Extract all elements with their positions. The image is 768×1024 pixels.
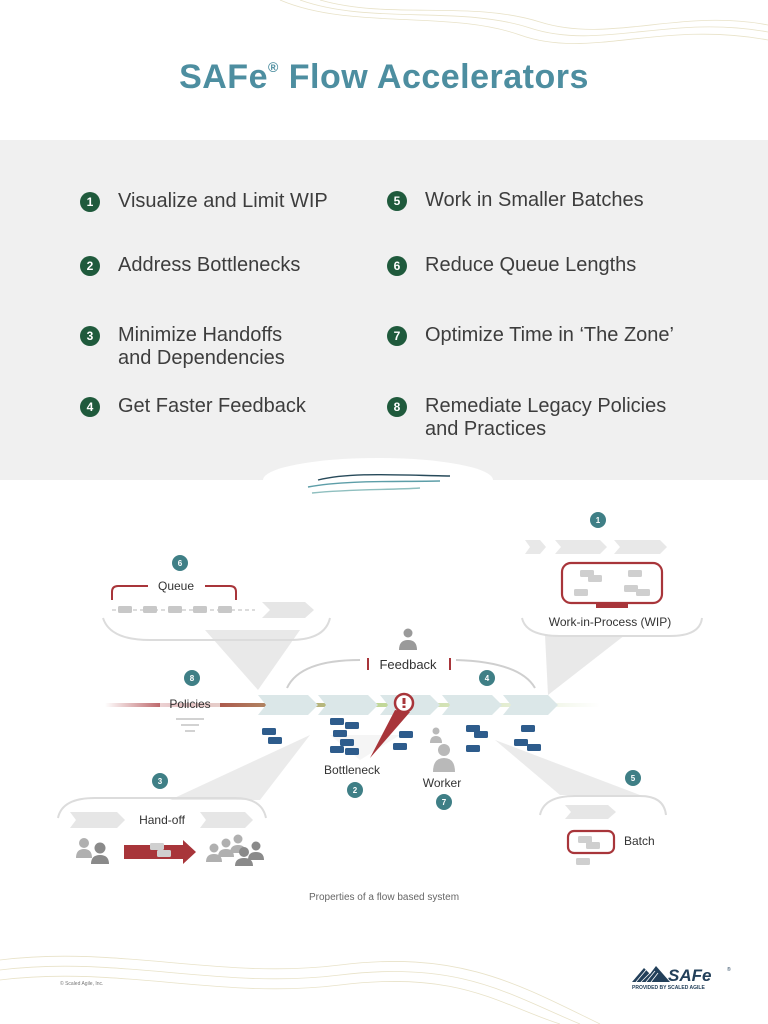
queue-arc	[102, 617, 331, 641]
top-wave-decoration	[279, 0, 768, 44]
number-badge: 7	[387, 326, 407, 346]
svg-text:6: 6	[178, 559, 183, 568]
number-badge: 1	[80, 192, 100, 212]
svg-text:1: 1	[596, 516, 601, 525]
svg-text:8: 8	[190, 674, 195, 683]
bottleneck-pin-icon	[370, 692, 415, 758]
number-badge: 2	[80, 256, 100, 276]
bottleneck-badge	[347, 782, 363, 798]
feedback-label: Feedback	[379, 657, 437, 672]
feedback-badge	[479, 670, 495, 686]
svg-text:7: 7	[442, 798, 447, 807]
team-right-icon	[206, 834, 264, 866]
bulge-shape	[263, 458, 493, 502]
accelerator-5: 5 Work in Smaller Batches	[387, 189, 745, 212]
wip-fan	[545, 635, 625, 695]
diagram-caption: Properties of a flow based system	[308, 892, 460, 903]
policies-badge	[184, 670, 200, 686]
policies-label: Policies	[169, 697, 210, 711]
queue-bracket	[111, 585, 237, 600]
feedback-arc	[286, 659, 536, 689]
queue-chevron	[262, 602, 314, 618]
queue-badge	[172, 555, 188, 571]
handoff-arc	[57, 797, 267, 819]
accelerator-2: 2 Address Bottlenecks	[80, 254, 368, 277]
number-badge: 6	[387, 256, 407, 276]
safe-logo: SAFe ® PROVIDED BY SCALED AGILE	[632, 966, 731, 991]
mountain-icon	[632, 966, 670, 982]
logo-tagline: PROVIDED BY SCALED AGILE	[632, 985, 705, 991]
batch-fan	[495, 740, 640, 795]
page-title: SAFe® Flow Accelerators	[179, 58, 589, 96]
worker-badge	[436, 794, 452, 810]
worker-label: Worker	[423, 776, 461, 790]
wip-label: Work-in-Process (WIP)	[549, 615, 671, 629]
accelerator-7: 7 Optimize Time in ‘The Zone’	[387, 324, 745, 347]
batch-label: Batch	[624, 834, 655, 848]
policies-stack-icon	[176, 718, 204, 732]
work-items	[262, 718, 541, 755]
wip-box	[560, 561, 664, 605]
wip-badge	[590, 512, 606, 528]
handoff-badge	[152, 773, 168, 789]
number-badge: 3	[80, 326, 100, 346]
accelerator-6: 6 Reduce Queue Lengths	[387, 254, 745, 277]
team-left-icon	[76, 838, 109, 864]
svg-text:®: ®	[727, 966, 731, 973]
logo-brand: SAFe	[668, 966, 711, 985]
wip-arc	[521, 617, 703, 637]
queue-fan	[205, 630, 300, 690]
svg-text:5: 5	[631, 774, 636, 783]
svg-text:3: 3	[158, 777, 163, 786]
accelerator-list-panel	[0, 140, 768, 480]
batch-badge	[625, 770, 641, 786]
batch-arc	[539, 795, 667, 816]
number-badge: 5	[387, 191, 407, 211]
accelerator-4: 4 Get Faster Feedback	[80, 395, 368, 418]
number-badge: 8	[387, 397, 407, 417]
bottleneck-label: Bottleneck	[324, 763, 381, 777]
worker-person-icon	[430, 727, 455, 772]
wave-logo-icon	[307, 473, 451, 494]
accelerator-1: 1 Visualize and Limit WIP	[80, 190, 368, 213]
copyright-text: © Scaled Agile, Inc.	[60, 981, 104, 987]
number-badge: 4	[80, 397, 100, 417]
feedback-person-icon	[399, 628, 417, 650]
handoff-fan	[170, 735, 310, 800]
svg-text:2: 2	[353, 786, 358, 795]
handoff-label: Hand-off	[139, 813, 185, 827]
queue-label: Queue	[158, 579, 194, 593]
flow-diagram: 6 Queue 1 Work-in-Process (WIP) Feedback…	[57, 458, 703, 866]
svg-text:4: 4	[485, 674, 490, 683]
